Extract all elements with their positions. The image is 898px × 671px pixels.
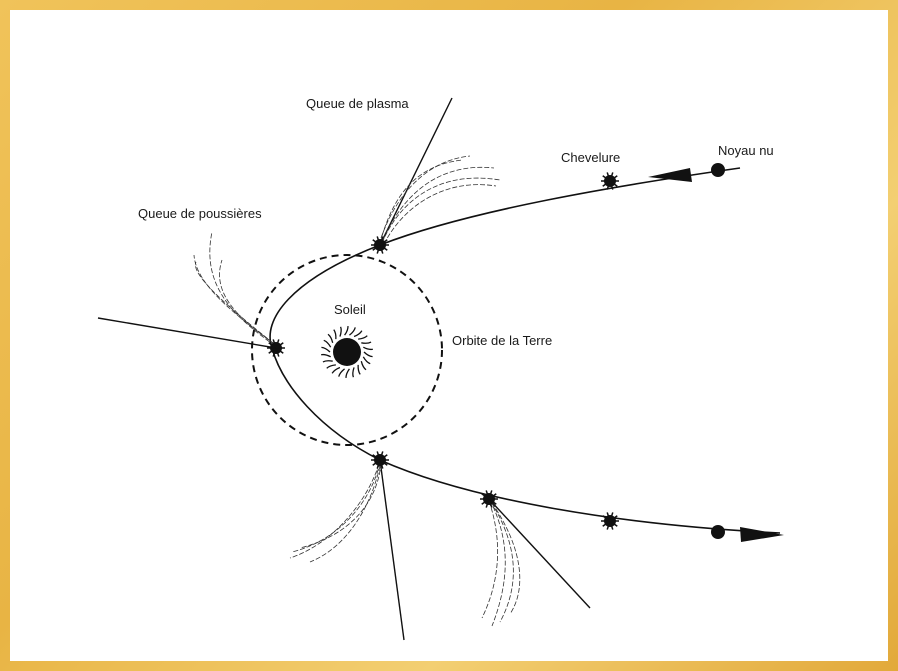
incoming-arrow	[648, 168, 692, 182]
coma-spike	[376, 459, 381, 469]
coma-spike	[272, 347, 277, 357]
sun-ray	[339, 326, 342, 337]
coma-spike	[606, 172, 611, 182]
coma-spike	[379, 244, 384, 254]
sun-ray	[331, 366, 341, 374]
coma-spike	[376, 244, 381, 254]
sun-ray	[361, 341, 372, 344]
plasma-tail-bottom	[379, 459, 405, 641]
plasma-tail-lower-right	[487, 497, 591, 609]
coma-spike	[609, 520, 614, 530]
sun-ray	[322, 360, 333, 363]
coma-spike	[379, 236, 384, 246]
sun-ray	[363, 351, 373, 358]
sun-ray	[327, 333, 334, 343]
coma-spike	[268, 347, 277, 354]
sun	[321, 325, 373, 379]
coma-left	[267, 339, 285, 357]
dust-tail-label: Queue de poussières	[138, 206, 262, 221]
coma-spike	[488, 490, 493, 500]
plasma-tail-label: Queue de plasma	[306, 96, 409, 111]
coma-spike	[379, 459, 388, 466]
dust-tail-left	[193, 231, 277, 347]
coma-spike	[602, 180, 611, 187]
coma-spike	[602, 175, 611, 182]
sun-ray	[321, 353, 331, 358]
sun-ray	[344, 325, 349, 336]
coma-spike	[606, 180, 611, 190]
coma-spike	[275, 347, 280, 357]
coma-spike	[376, 451, 381, 461]
sun-ray	[362, 356, 371, 365]
coma-spike	[372, 459, 381, 466]
outgoing-arrow	[740, 527, 784, 542]
sun-ray	[358, 335, 368, 340]
earth-orbit-label: Orbite de la Terre	[452, 333, 552, 348]
sun-ray	[352, 367, 355, 378]
coma-spike	[372, 244, 381, 251]
coma-spike	[602, 520, 611, 527]
coma-spike	[609, 172, 614, 182]
dust-tail-bottom	[289, 461, 382, 563]
coma-spike	[602, 515, 611, 522]
coma-incoming	[601, 172, 619, 190]
bare-nucleus-label: Noyau nu	[718, 143, 774, 158]
coma-outgoing	[601, 512, 619, 530]
coma-spike	[481, 498, 490, 505]
coma-spike	[485, 490, 490, 500]
sun-ray	[333, 329, 337, 340]
coma-spike	[379, 451, 384, 461]
sun-ray	[360, 361, 367, 371]
coma-spike	[272, 339, 277, 349]
dust-tail-lower-right	[481, 499, 521, 627]
dust-tail-top	[380, 155, 501, 245]
sun-ray	[357, 364, 361, 375]
coma-spike	[275, 347, 284, 354]
earth-orbit-circle	[251, 254, 443, 446]
coma-spike	[609, 512, 614, 522]
coma-spike	[485, 498, 490, 508]
coma-spike	[372, 454, 381, 461]
sun-ray	[338, 368, 345, 377]
coma-spike	[376, 236, 381, 246]
coma-spike	[488, 498, 497, 505]
coma-top	[371, 236, 389, 254]
coma-spike	[275, 339, 280, 349]
coma-spike	[606, 520, 611, 530]
coma-spike	[488, 493, 497, 500]
coma-spike	[609, 175, 618, 182]
coma-spike	[609, 180, 614, 190]
sun-label: Soleil	[334, 302, 366, 317]
plasma-tail-left	[97, 317, 277, 349]
coma-spike	[372, 239, 381, 246]
diagram-panel	[10, 10, 888, 661]
coma-bottom	[371, 451, 389, 469]
coma-spike	[379, 239, 388, 246]
sun-ray	[363, 346, 373, 351]
coma-spike	[379, 454, 388, 461]
sun-ray	[349, 327, 356, 336]
bare-nucleus-outgoing	[711, 525, 725, 539]
sun-ray	[353, 330, 363, 338]
sun-ray	[323, 339, 332, 348]
sun-ray	[321, 346, 331, 353]
coma-spike	[268, 342, 277, 349]
coma-spike	[609, 180, 618, 187]
coma-spike	[488, 498, 493, 508]
plasma-tail-top	[379, 97, 453, 246]
coma-spike	[609, 520, 618, 527]
coma-spike	[379, 244, 388, 251]
coma-spike	[481, 493, 490, 500]
coma-label: Chevelure	[561, 150, 620, 165]
sun-ray	[345, 368, 350, 379]
bare-nucleus-incoming	[711, 163, 725, 177]
coma-spike	[379, 459, 384, 469]
sun-ray	[326, 364, 336, 369]
coma-spike	[609, 515, 618, 522]
coma-lower-right	[480, 490, 498, 508]
coma-spike	[606, 512, 611, 522]
coma-spike	[275, 342, 284, 349]
